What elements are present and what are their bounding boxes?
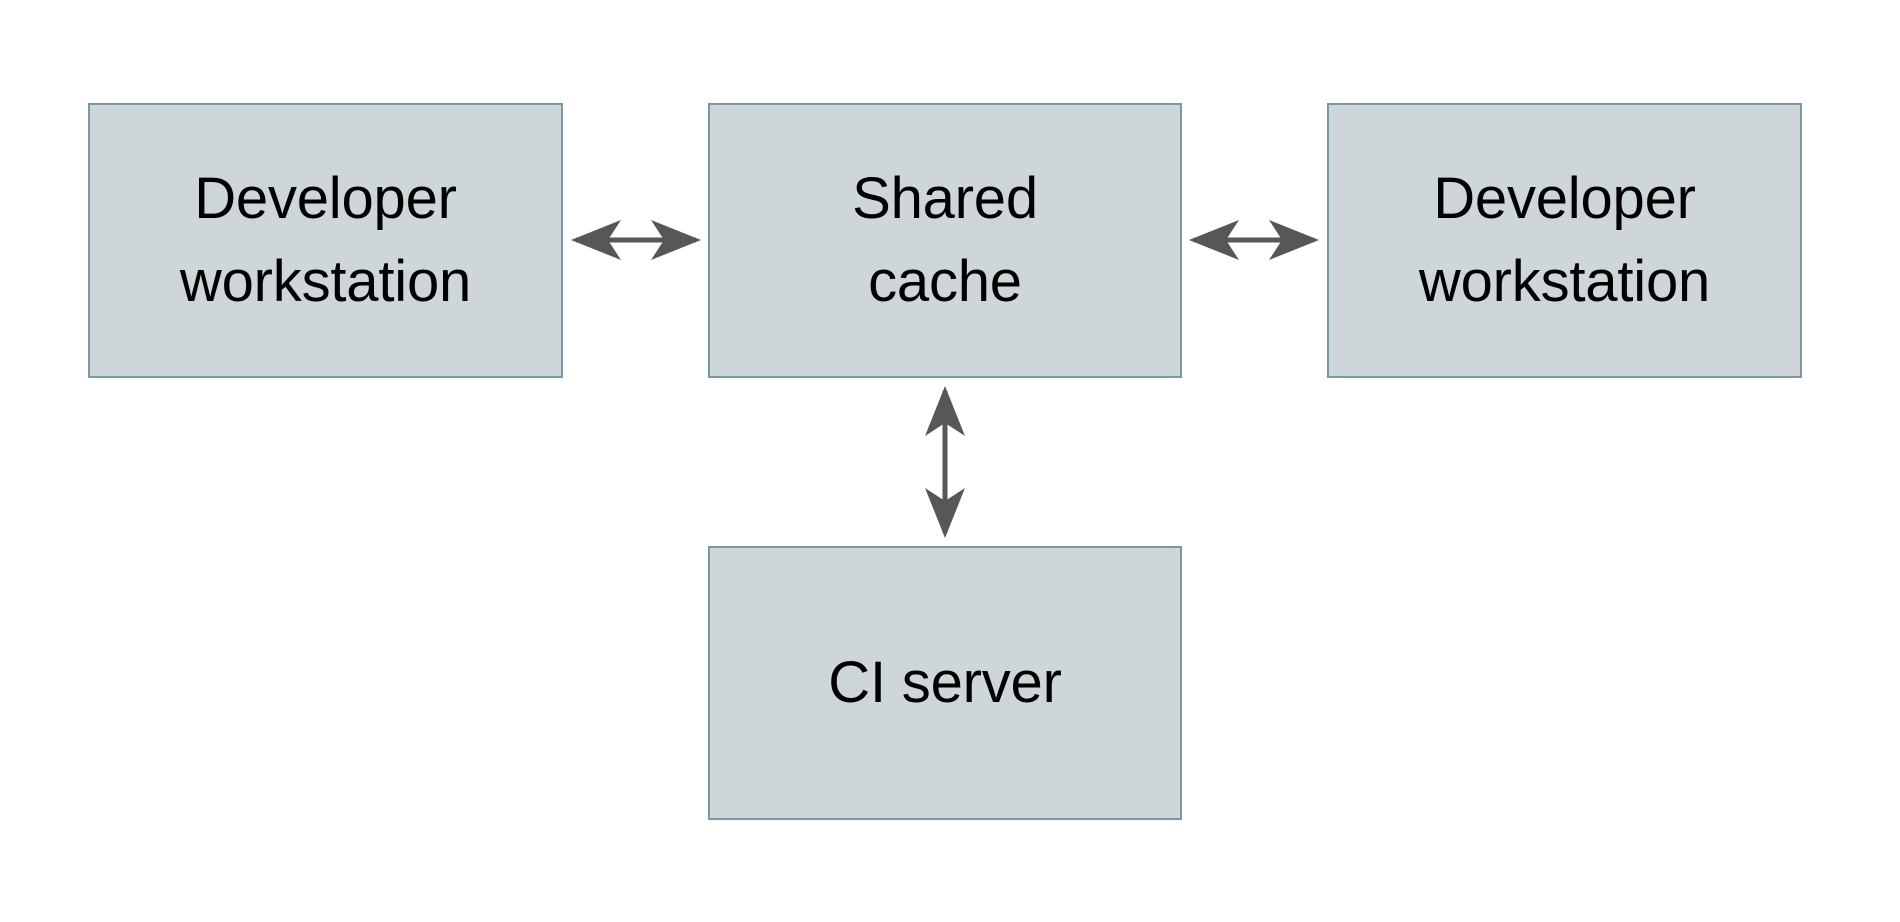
node-label: Developer workstation — [1418, 166, 1711, 314]
node-ci-server[interactable]: CI server — [708, 546, 1182, 820]
node-developer-workstation-right[interactable]: Developer workstation — [1327, 103, 1802, 378]
node-label: Developer workstation — [179, 166, 472, 314]
node-label: CI server — [828, 649, 1062, 715]
node-label: Shared cache — [852, 166, 1038, 314]
node-shared-cache[interactable]: Shared cache — [708, 103, 1182, 378]
node-developer-workstation-left[interactable]: Developer workstation — [88, 103, 563, 378]
